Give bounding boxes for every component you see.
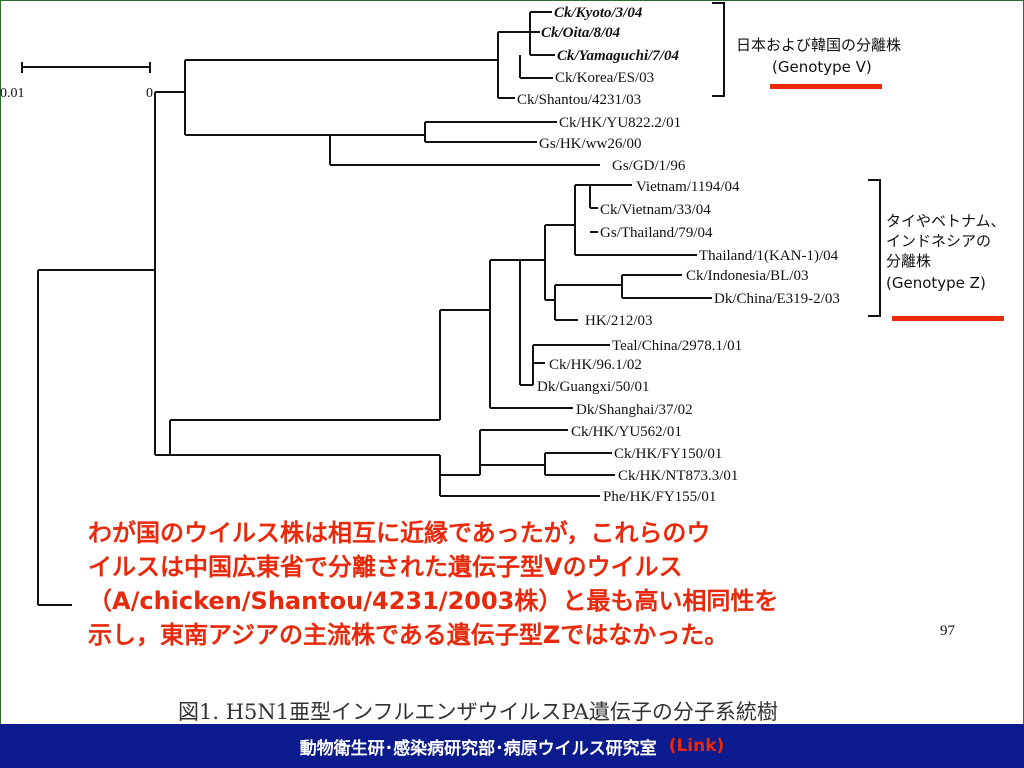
genotype-v-sublabel: (Genotype V) [772,58,872,76]
genotype-z-label: インドネシアの [886,232,991,250]
genotype-v-bracket [712,2,725,97]
genotype-z-bracket [868,179,881,317]
scale-right-label: 0 [146,86,153,101]
leaf-label: Thailand/1(KAN-1)/04 [699,248,839,264]
slide-frame [0,0,1024,725]
leaf-label: Ck/Kyoto/3/04 [554,5,643,21]
annotation-line: イルスは中国広東省で分離された遺伝子型Vのウイルス [88,553,683,581]
leaf-label: Ck/HK/YU562/01 [571,424,682,440]
footer-link[interactable]: (Link) [668,736,725,756]
genotype-v-label: 日本および韓国の分離株 [736,36,901,54]
leaf-label: Ck/Yamaguchi/7/04 [557,48,679,64]
leaf-label: Vietnam/1194/04 [636,179,740,195]
scale-bar [21,62,151,73]
bootstrap-value: 97 [940,623,956,639]
leaf-label: Ck/HK/NT873.3/01 [618,468,738,484]
scale-left-label: 0.01 [0,86,25,101]
phylogenetic-tree: 0.01 0 Ck/Kyoto/3/04 Ck/Oita/8/04 Ck/Yam… [0,2,1006,639]
leaf-label: Ck/Oita/8/04 [541,25,621,41]
leaf-label: Ck/HK/FY150/01 [614,446,722,462]
root-branch [37,269,155,606]
leaf-label: Ck/Indonesia/BL/03 [686,268,809,284]
footer-bar: 動物衛生研･感染病研究部･病原ウイルス研究室 (Link) [0,724,1024,768]
leaf-label: Ck/Shantou/4231/03 [517,92,641,108]
annotation-line: わが国のウイルス株は相互に近縁であったが，これらのウ [88,519,711,547]
figure-caption: 図1. H5N1亜型インフルエンザウイルスPA遺伝子の分子系統樹 [178,700,778,724]
leaf-label: Teal/China/2978.1/01 [612,338,742,354]
leaf-label: Gs/HK/ww26/00 [539,136,642,152]
genotype-z-label: 分離株 [886,252,931,270]
leaf-label: Ck/HK/96.1/02 [549,357,642,373]
footer-text: 動物衛生研･感染病研究部･病原ウイルス研究室 [299,738,657,759]
genotype-z-underline [892,316,1004,321]
genotype-z-label: タイやベトナム、 [886,212,1006,230]
leaf-label: Ck/Korea/ES/03 [555,70,654,86]
genotype-z-sublabel: (Genotype Z) [886,274,986,292]
annotation-line: 示し，東南アジアの主流株である遺伝子型Zではなかった。 [88,621,729,649]
annotation-line: （A/chicken/Shantou/4231/2003株）と最も高い相同性を [88,587,779,615]
leaf-label: Dk/Shanghai/37/02 [576,402,693,418]
leaf-label: Dk/China/E319-2/03 [714,291,840,307]
leaf-label: Ck/HK/YU822.2/01 [559,115,681,131]
leaf-label: Ck/Vietnam/33/04 [600,202,711,218]
leaf-label: Gs/GD/1/96 [612,158,686,174]
tree-branches [21,2,881,606]
leaf-label: Dk/Guangxi/50/01 [537,379,650,395]
leaf-label: Gs/Thailand/79/04 [600,225,713,241]
annotation-text: わが国のウイルス株は相互に近縁であったが，これらのウ イルスは中国広東省で分離さ… [88,516,948,652]
genotype-v-underline [770,84,882,89]
leaf-label: HK/212/03 [585,313,653,329]
leaf-label: Phe/HK/FY155/01 [603,489,716,505]
